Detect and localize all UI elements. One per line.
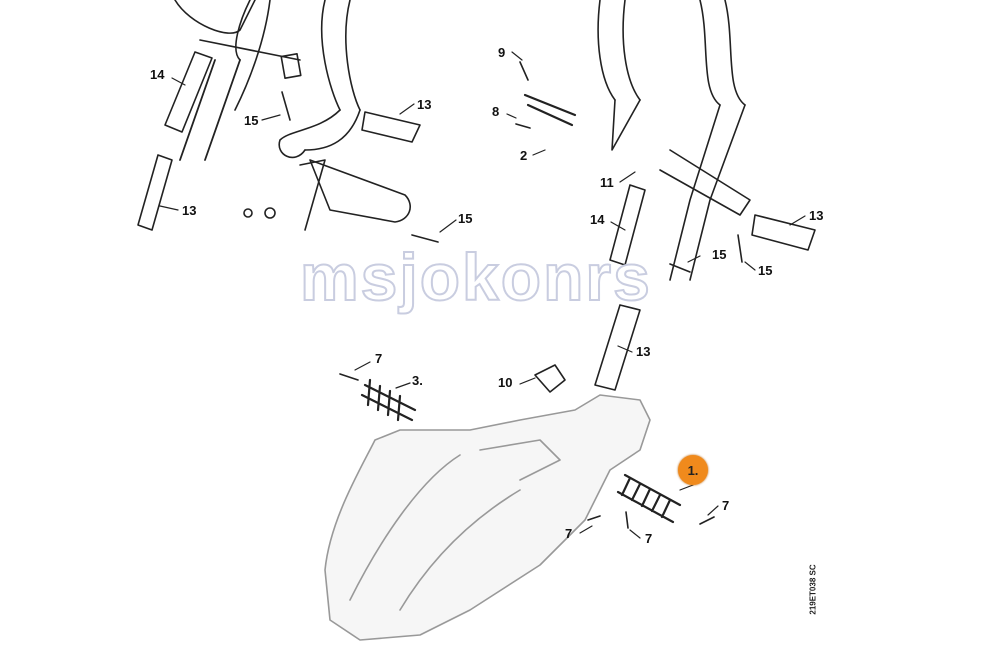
callout-15: 15 (244, 113, 259, 128)
callout-13: 13 (182, 203, 197, 218)
callout-13: 13 (636, 344, 651, 359)
callout-7: 7 (645, 531, 653, 546)
callout-15: 15 (758, 263, 773, 278)
callout-7: 7 (565, 526, 573, 541)
handle-bar-left (137, 0, 421, 231)
drawing-code: 219ET038 SC (808, 564, 818, 615)
highlighted-part-badge[interactable]: 1. (678, 455, 708, 485)
callout-3: 3. (412, 373, 423, 388)
rear-handle-housing (324, 394, 651, 641)
callout-8: 8 (492, 104, 500, 119)
callout-14: 14 (590, 212, 605, 227)
screws (243, 61, 743, 529)
callout-15: 15 (712, 247, 727, 262)
springs (360, 93, 682, 524)
callout-9: 9 (498, 45, 506, 60)
callout-14: 14 (150, 67, 165, 82)
callout-13: 13 (809, 208, 824, 223)
callout-7: 7 (375, 351, 383, 366)
callout-10: 10 (498, 375, 513, 390)
callout-2: 2 (520, 148, 528, 163)
leader-lines (159, 51, 806, 539)
callout-15: 15 (458, 211, 473, 226)
callout-7: 7 (722, 498, 730, 513)
callout-11: 11 (600, 175, 614, 190)
handle-bar-right (594, 0, 816, 391)
callout-13: 13 (417, 97, 432, 112)
watermark: msjokonrs (299, 240, 652, 314)
